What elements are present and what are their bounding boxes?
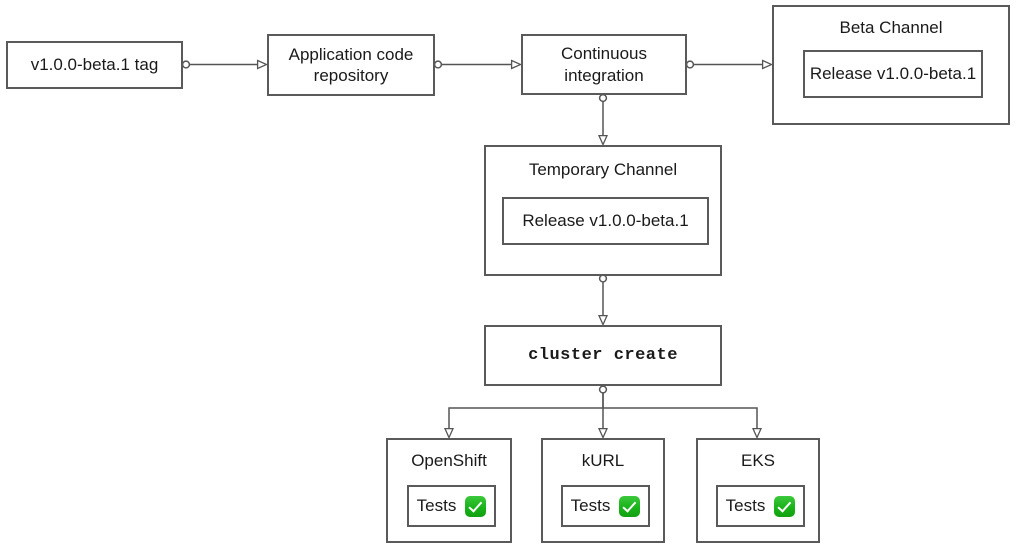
node-continuous-integration[interactable]: Continuous integration bbox=[521, 34, 687, 95]
node-kurl[interactable]: kURL Tests bbox=[541, 438, 665, 543]
edge-ci-to-temporary-channel bbox=[600, 93, 607, 144]
node-temporary-channel-title: Temporary Channel bbox=[528, 160, 678, 179]
edge-repo-to-ci bbox=[433, 61, 520, 68]
node-temporary-channel-release-box[interactable]: Release v1.0.0-beta.1 bbox=[502, 197, 709, 245]
node-kurl-title: kURL bbox=[581, 451, 625, 470]
check-mark-icon bbox=[774, 495, 796, 517]
node-application-code-repository-label: Application code repository bbox=[288, 44, 414, 85]
node-eks-tests-row: Tests bbox=[725, 495, 796, 517]
node-openshift-tests-row: Tests bbox=[416, 495, 487, 517]
edge-cluster-create-to-eks bbox=[603, 407, 757, 437]
node-tag-label: v1.0.0-beta.1 tag bbox=[30, 55, 159, 75]
node-temporary-channel-release-label: Release v1.0.0-beta.1 bbox=[522, 211, 689, 230]
node-cluster-create[interactable]: cluster create bbox=[484, 325, 722, 386]
node-temporary-channel[interactable]: Temporary Channel Release v1.0.0-beta.1 bbox=[484, 145, 722, 276]
node-application-code-repository[interactable]: Application code repository bbox=[267, 34, 435, 96]
node-beta-channel[interactable]: Beta Channel Release v1.0.0-beta.1 bbox=[772, 5, 1010, 125]
node-beta-channel-title: Beta Channel bbox=[839, 18, 943, 37]
node-openshift-title: OpenShift bbox=[411, 451, 487, 470]
node-continuous-integration-label: Continuous integration bbox=[560, 44, 647, 85]
node-kurl-tests-label: Tests bbox=[570, 496, 611, 515]
node-cluster-create-label: cluster create bbox=[528, 345, 678, 365]
check-mark-icon bbox=[619, 495, 641, 517]
edge-ci-to-beta-channel bbox=[685, 61, 771, 68]
node-kurl-tests-row: Tests bbox=[570, 495, 641, 517]
node-beta-channel-release-box[interactable]: Release v1.0.0-beta.1 bbox=[803, 50, 983, 98]
edge-tag-to-repo bbox=[181, 61, 266, 68]
check-mark-icon bbox=[465, 495, 487, 517]
node-openshift-tests-label: Tests bbox=[416, 496, 457, 515]
edge-cluster-create-to-openshift bbox=[449, 385, 608, 437]
node-openshift[interactable]: OpenShift Tests bbox=[386, 438, 512, 543]
node-eks-title: EKS bbox=[740, 451, 776, 470]
node-eks-tests-label: Tests bbox=[725, 496, 766, 515]
node-eks[interactable]: EKS Tests bbox=[696, 438, 820, 543]
node-beta-channel-release-label: Release v1.0.0-beta.1 bbox=[809, 64, 977, 83]
node-tag[interactable]: v1.0.0-beta.1 tag bbox=[6, 41, 183, 89]
node-eks-tests-box[interactable]: Tests bbox=[716, 485, 805, 527]
edge-temporary-channel-to-cluster-create bbox=[600, 274, 607, 324]
node-kurl-tests-box[interactable]: Tests bbox=[561, 485, 650, 527]
node-openshift-tests-box[interactable]: Tests bbox=[407, 485, 496, 527]
